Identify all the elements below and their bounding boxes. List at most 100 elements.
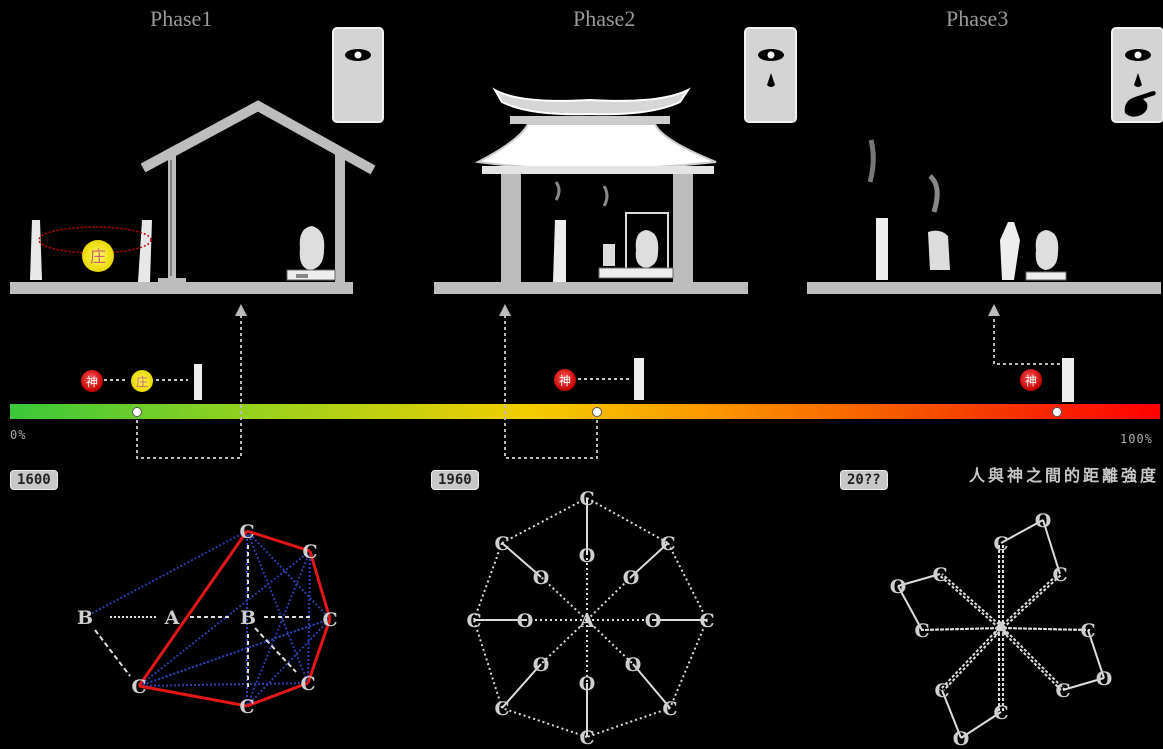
network-node-o: O [579, 545, 596, 567]
network-edge [897, 573, 941, 587]
network-edge [897, 585, 923, 631]
network-node-c: C [1080, 620, 1095, 642]
network-edge [586, 576, 632, 621]
year-badge-1960: 1960 [431, 470, 479, 490]
network-edge [632, 663, 671, 709]
network-node-o: O [953, 728, 970, 749]
network-edge [667, 542, 708, 621]
network-edge [473, 542, 503, 621]
phase1-stone-altar [286, 226, 336, 281]
network-edge [941, 689, 962, 739]
network-node-c: C [932, 564, 947, 586]
eye-icon [345, 49, 371, 61]
scale-marker [131, 407, 142, 417]
network-edge [84, 530, 248, 618]
network-edge [540, 576, 588, 621]
year-badge-1600: 1600 [10, 470, 58, 490]
network-edge [246, 530, 309, 684]
network-node-c: C [662, 698, 677, 720]
network-edge [1002, 627, 1091, 631]
network-edge [306, 618, 332, 684]
scale-max-label: 100% [1120, 432, 1153, 446]
marker-connectors [136, 314, 1060, 459]
eye-icon [1125, 49, 1151, 61]
network-node-c: C [302, 541, 317, 563]
phase1-sense-card [332, 27, 384, 123]
network-edge [998, 627, 1087, 631]
network-node-c: C [660, 533, 675, 555]
network-edge [137, 530, 249, 687]
network-edge [1042, 519, 1061, 575]
network-node-c: C [579, 727, 594, 749]
network-edge [246, 529, 311, 553]
network-edge [138, 682, 309, 687]
network-edge [254, 627, 297, 673]
network-edge [1002, 573, 1063, 629]
phase2-relation: 神 [554, 358, 644, 400]
network-node-o: O [517, 610, 534, 632]
network-node-a: A [993, 618, 1009, 640]
network-edge [246, 530, 331, 620]
network-edge [308, 550, 332, 620]
network-edge [138, 684, 248, 708]
network-edge [937, 573, 1000, 629]
network-node-o: O [625, 654, 642, 676]
network-node-c: C [466, 610, 481, 632]
phase2-title: Phase2 [573, 6, 636, 31]
network-node-c: C [993, 533, 1008, 555]
network-node-c: C [239, 696, 254, 718]
connector-arrowheads [235, 304, 1000, 316]
network-node-c: C [131, 676, 146, 698]
scale-marker [1051, 407, 1062, 417]
phase1-worshippers: 庄 [30, 220, 152, 282]
network-edge [501, 542, 542, 578]
network-edge [960, 711, 1002, 739]
network-node-o: O [1035, 510, 1052, 532]
network-node-o: O [890, 576, 907, 598]
network-edge [586, 707, 671, 738]
phase2-sense-card [744, 27, 797, 123]
network-node-a: A [579, 610, 595, 632]
network-edge [941, 573, 1004, 629]
phase3-relation: 神 [1020, 358, 1074, 402]
network-node-o: O [533, 654, 550, 676]
mediator-symbol: 庄 [90, 247, 106, 266]
network-node-o: O [623, 567, 640, 589]
network-node-c: C [322, 609, 337, 631]
network-edge [501, 497, 588, 544]
network-edge [540, 619, 588, 665]
network-node-a: A [164, 607, 180, 629]
phase1-house [10, 100, 376, 294]
network-node-c: C [1052, 564, 1067, 586]
network-node-o: O [1096, 668, 1113, 690]
network-node-c: C [934, 680, 949, 702]
network-edge [943, 627, 1004, 691]
network-edge [246, 681, 309, 708]
network-edge [998, 573, 1059, 629]
network-edge [586, 619, 634, 665]
network-edge [1062, 677, 1105, 691]
network-node-o: O [579, 673, 596, 695]
distance-caption: 人與神之間的距離強度 [968, 466, 1159, 485]
network-edge [939, 627, 1000, 691]
network-node-o: O [533, 567, 550, 589]
network-edge [1000, 519, 1044, 544]
phase3-title: Phase3 [946, 6, 1009, 31]
distance-gradient-bar [10, 404, 1160, 419]
network-node-c: C [494, 698, 509, 720]
eye-icon [758, 49, 784, 61]
nose-icon [767, 73, 775, 87]
network-edge [923, 627, 1004, 631]
network-node-c: C [494, 533, 509, 555]
god-symbol: 神 [1025, 374, 1037, 388]
scale-min-label: 0% [10, 428, 27, 442]
year-badge-20xx: 20?? [840, 470, 888, 490]
phase2-temple [434, 87, 748, 294]
network-node-c: C [699, 610, 714, 632]
network-edge [919, 627, 1000, 631]
network-node-c: C [993, 702, 1008, 724]
network-node-c: C [914, 620, 929, 642]
network-edge [1087, 629, 1105, 679]
